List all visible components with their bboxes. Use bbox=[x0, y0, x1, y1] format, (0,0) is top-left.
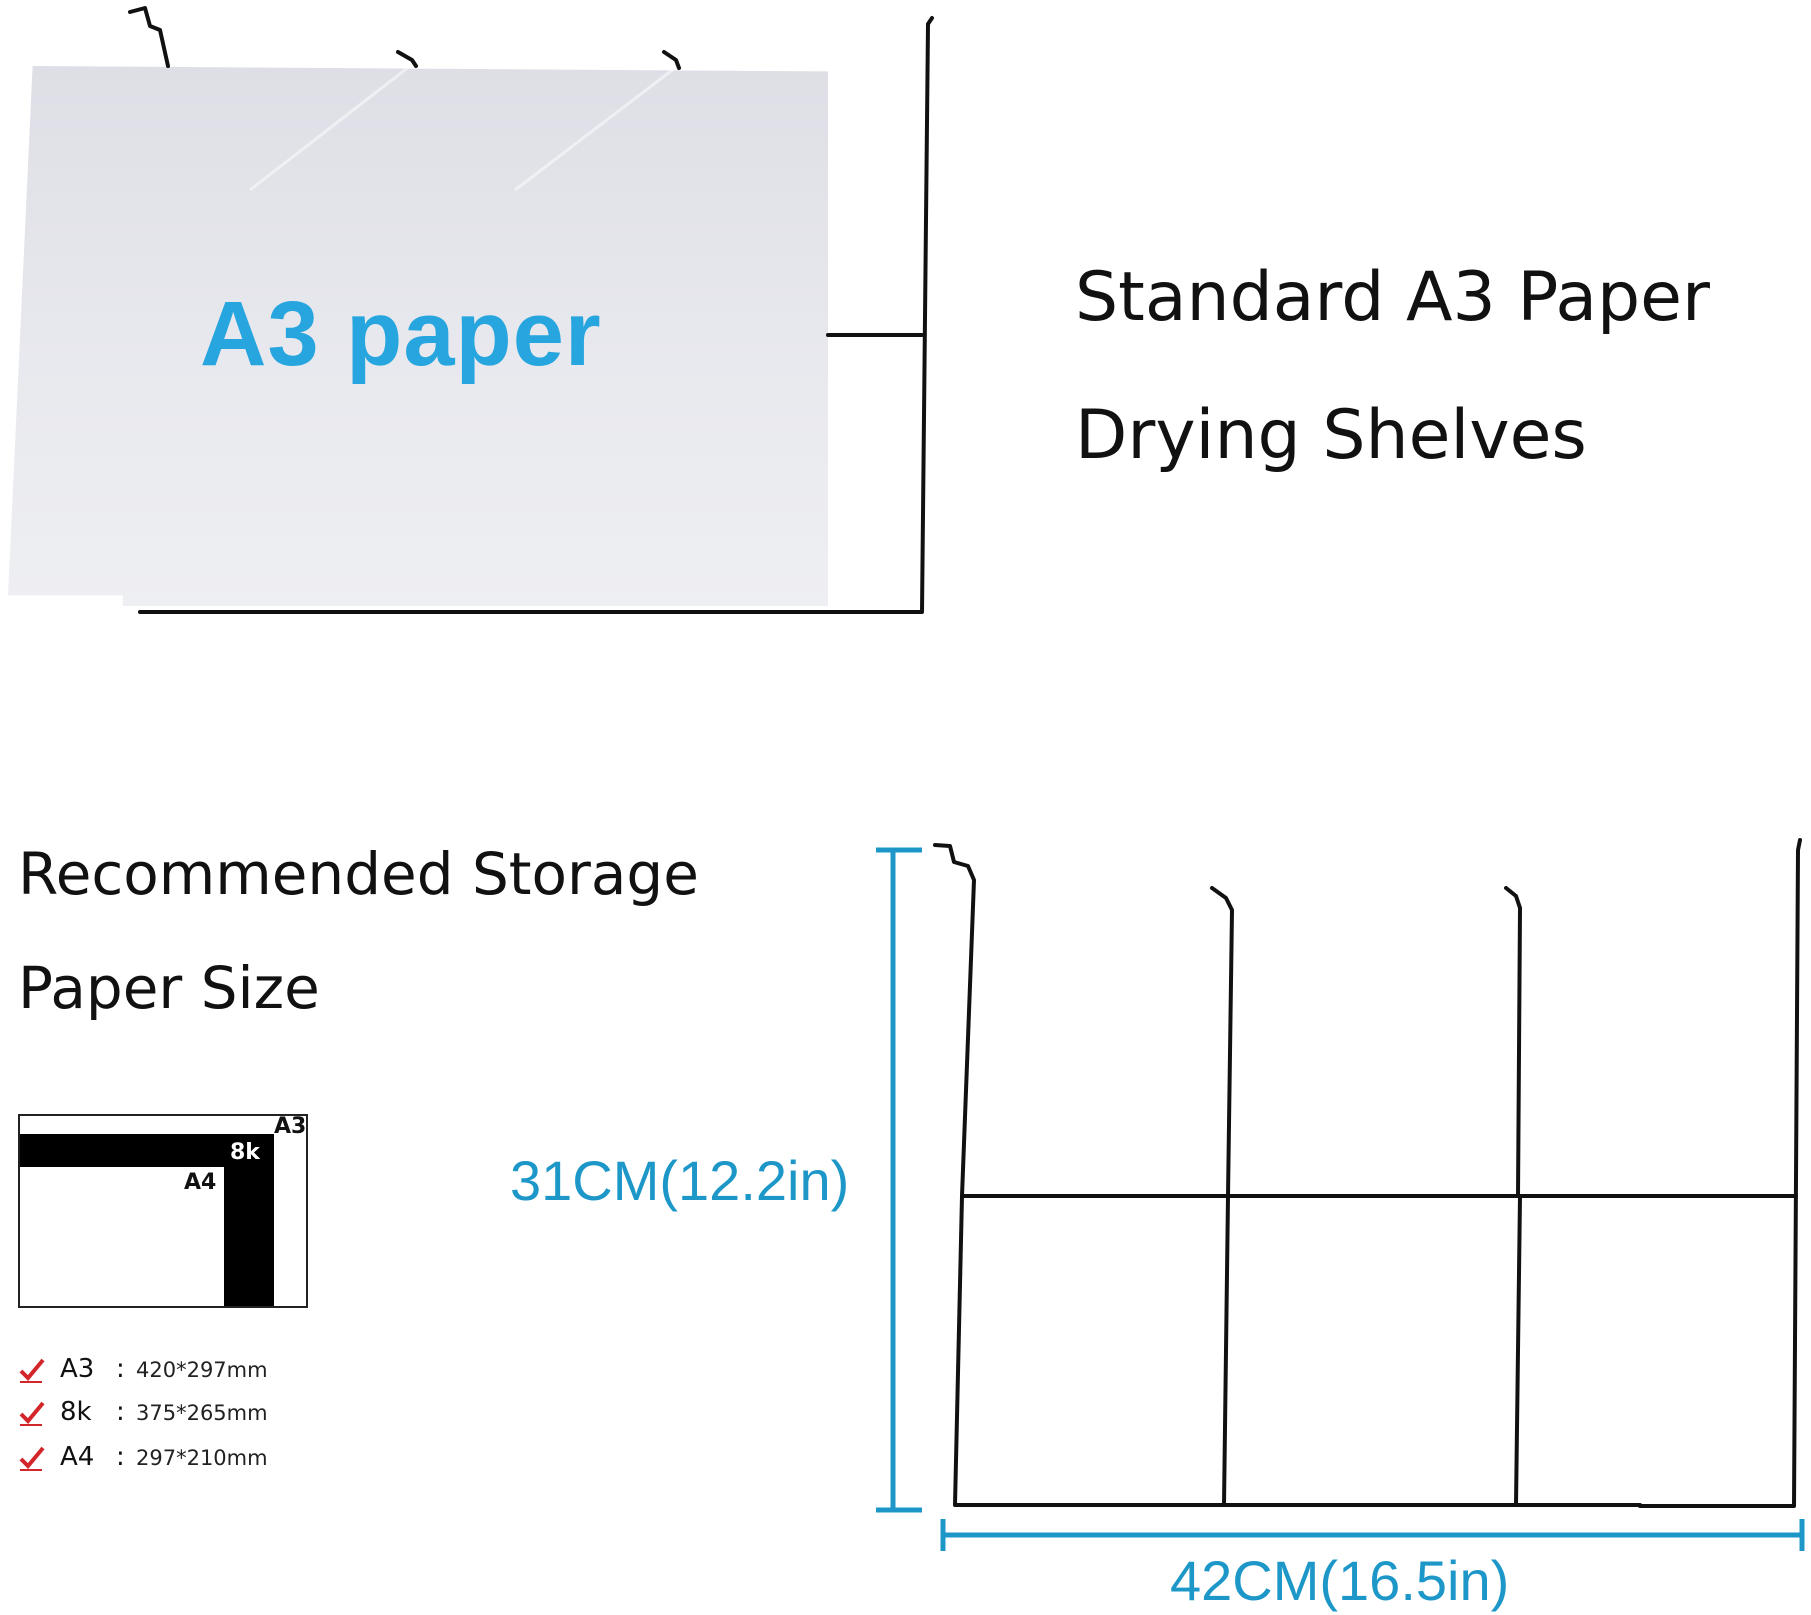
width-dimension-label: 42CM(16.5in) bbox=[1170, 1549, 1510, 1612]
product-title-line1: Standard A3 Paper bbox=[1075, 258, 1710, 337]
diagram-label-a4: A4 bbox=[184, 1170, 217, 1195]
spec-name: A4 bbox=[60, 1442, 95, 1472]
spec-size: 375*265mm bbox=[136, 1401, 268, 1425]
product-title-line2: Drying Shelves bbox=[1075, 396, 1587, 475]
size-band-vertical bbox=[224, 1134, 274, 1306]
paper-label: A3 paper bbox=[200, 283, 602, 385]
check-icon bbox=[19, 1358, 45, 1383]
spec-name: A3 bbox=[60, 1354, 95, 1384]
storage-heading-line2: Paper Size bbox=[18, 954, 320, 1022]
spec-size: 297*210mm bbox=[136, 1446, 268, 1470]
drying-shelf-wire-top bbox=[128, 6, 934, 614]
check-icon bbox=[19, 1446, 45, 1471]
spec-size: 420*297mm bbox=[136, 1358, 268, 1382]
spec-name: 8k bbox=[60, 1397, 92, 1427]
diagram-label-a3: A3 bbox=[274, 1114, 307, 1139]
diagram-label-8k: 8k bbox=[230, 1140, 260, 1165]
a3-paper-sheet bbox=[8, 66, 828, 606]
height-dimension-label: 31CM(12.2in) bbox=[510, 1149, 850, 1212]
spec-separator: : bbox=[116, 1442, 125, 1472]
check-icon bbox=[19, 1401, 45, 1426]
spec-separator: : bbox=[116, 1354, 125, 1384]
spec-separator: : bbox=[116, 1397, 125, 1427]
paper-size-diagram: A3 8k A4 bbox=[18, 1114, 308, 1308]
storage-heading-line1: Recommended Storage bbox=[18, 840, 699, 908]
